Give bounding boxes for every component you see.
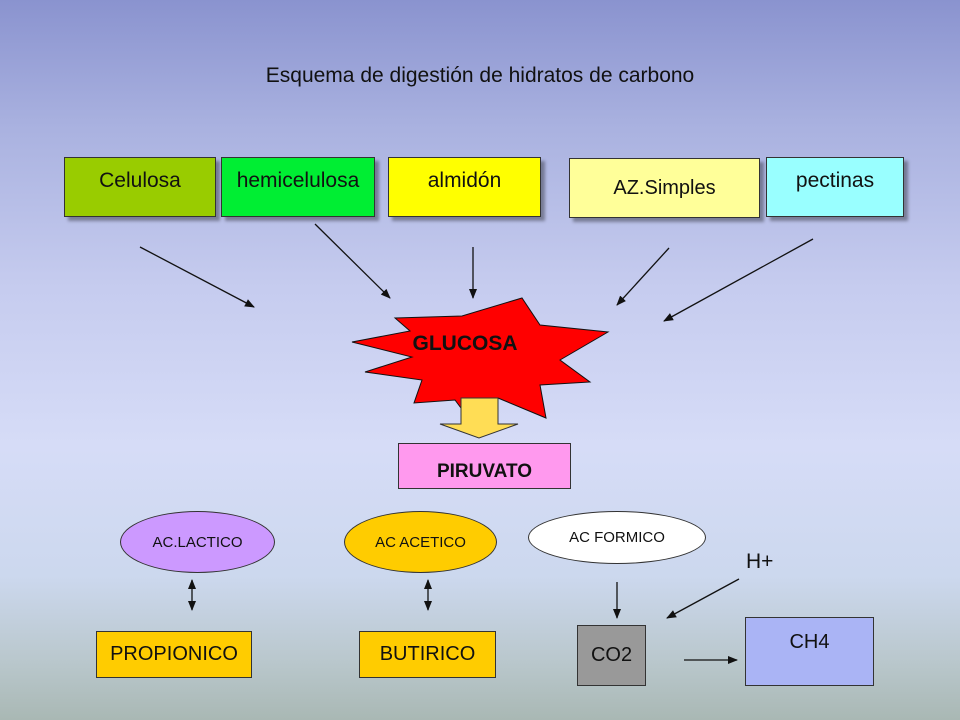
label-propionico: PROPIONICO	[110, 643, 238, 665]
arrow-az-simples-glucosa	[616, 247, 670, 306]
label-almidon: almidón	[427, 169, 502, 192]
label-pectinas: pectinas	[795, 169, 875, 192]
label-hplus: H+	[746, 550, 774, 573]
box-co2: CO2	[577, 625, 646, 686]
label-glucosa: GLUCOSA	[412, 332, 518, 355]
down-arrow-piruvato	[439, 397, 519, 439]
arrow-hplus	[666, 578, 740, 619]
ellipse-ac-formico: AC FORMICO	[528, 511, 706, 564]
label-ac-formico: AC FORMICO	[569, 529, 665, 546]
label-butirico: BUTIRICO	[379, 643, 476, 665]
box-ch4: CH4	[745, 617, 874, 686]
box-hemicelulosa: hemicelulosa	[221, 157, 375, 217]
box-az-simples: AZ.Simples	[569, 158, 760, 218]
diagram-title: Esquema de digestión de hidratos de carb…	[265, 64, 695, 87]
label-ac-acetico: AC ACETICO	[375, 533, 466, 551]
label-ac-lactico: AC.LACTICO	[152, 533, 243, 551]
arrow-hemicelulosa-glucosa	[314, 223, 391, 299]
label-co2: CO2	[590, 644, 633, 666]
box-piruvato: PIRUVATO	[398, 443, 571, 489]
ellipse-ac-lactico: AC.LACTICO	[120, 511, 275, 573]
box-pectinas: pectinas	[766, 157, 904, 217]
box-butirico: BUTIRICO	[359, 631, 496, 678]
label-piruvato: PIRUVATO	[436, 461, 532, 482]
box-celulosa: Celulosa	[64, 157, 216, 217]
box-propionico: PROPIONICO	[96, 631, 252, 678]
box-almidon: almidón	[388, 157, 541, 217]
label-hemicelulosa: hemicelulosa	[236, 169, 360, 192]
arrow-pectinas-glucosa	[663, 238, 814, 322]
label-az-simples: AZ.Simples	[613, 176, 716, 199]
arrow-celulosa-glucosa	[139, 246, 255, 308]
label-ch4: CH4	[789, 631, 830, 653]
label-celulosa: Celulosa	[99, 169, 181, 192]
ellipse-ac-acetico: AC ACETICO	[344, 511, 497, 573]
